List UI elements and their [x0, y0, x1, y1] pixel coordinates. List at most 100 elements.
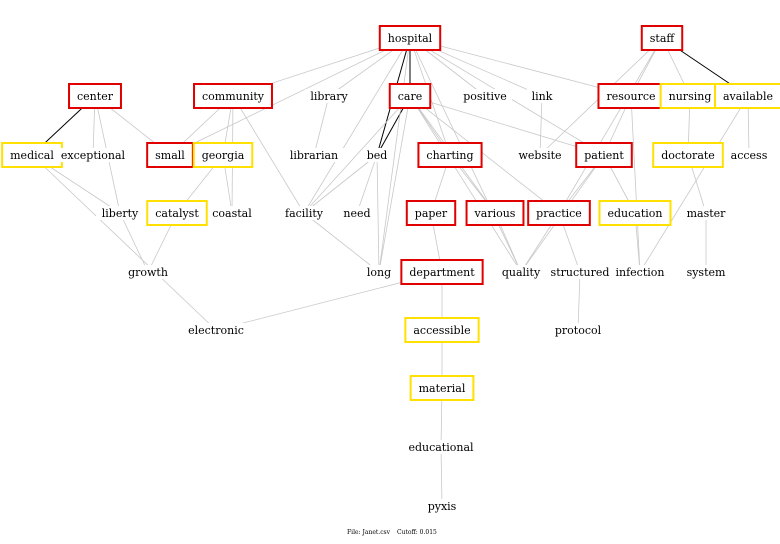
edge-structured-protocol: [577, 271, 581, 331]
node-educational: educational: [405, 440, 477, 454]
node-bg-positive: [458, 89, 512, 103]
node-label-nursing: nursing: [669, 90, 712, 103]
node-box-material: [409, 375, 475, 401]
edge-bed-need: [356, 154, 378, 214]
node-bg-charting: [418, 143, 482, 167]
node-box-community: [193, 83, 273, 109]
node-label-master: master: [687, 207, 727, 220]
node-box-department: [400, 259, 484, 285]
edge-hospital-resource: [409, 37, 632, 97]
node-label-hospital: hospital: [388, 32, 433, 45]
node-library: library: [305, 89, 353, 103]
node-label-pyxis: pyxis: [428, 500, 457, 513]
edge-library-librarian: [313, 95, 330, 156]
node-nursing: nursing: [659, 83, 721, 109]
node-community: community: [193, 83, 273, 109]
node-label-facility: facility: [285, 207, 324, 220]
node-label-librarian: librarian: [290, 149, 338, 162]
node-bg-growth: [127, 265, 169, 279]
edge-medical-electronic: [31, 154, 217, 331]
edge-staff-practice: [558, 37, 663, 214]
edge-community-facility: [232, 95, 305, 214]
node-coastal: coastal: [208, 206, 256, 220]
edge-care-long: [378, 95, 411, 273]
node-bg-available: [715, 84, 780, 108]
node-label-educational: educational: [408, 441, 474, 454]
node-box-paper: [405, 200, 457, 226]
node-bg-material: [410, 376, 474, 400]
node-bg-georgia: [193, 143, 253, 167]
node-bg-hospital: [379, 26, 441, 50]
node-box-various: [465, 200, 525, 226]
node-bg-various: [466, 201, 524, 225]
node-bg-resource: [598, 84, 664, 108]
node-positive: positive: [458, 89, 512, 103]
node-box-hospital: [378, 25, 442, 51]
node-box-accessible: [404, 317, 480, 343]
node-label-charting: charting: [426, 149, 473, 162]
edge-link-website: [539, 95, 543, 156]
node-long: long: [364, 265, 394, 279]
node-bg-small: [147, 143, 193, 167]
footer-cutoff: Cutoff: 0.015: [397, 529, 437, 536]
node-box-center: [68, 83, 122, 109]
node-bg-patient: [576, 143, 632, 167]
node-label-catalyst: catalyst: [155, 207, 199, 220]
node-label-infection: infection: [616, 266, 665, 279]
node-label-material: material: [419, 382, 466, 395]
node-label-exceptional: exceptional: [61, 149, 126, 162]
node-system: system: [685, 265, 727, 279]
footer-file: File: Janet.csv: [347, 529, 391, 536]
node-available: available: [714, 83, 780, 109]
edge-care-facility: [303, 95, 411, 214]
node-staff: staff: [640, 25, 684, 51]
node-infection: infection: [610, 265, 670, 279]
node-bg-accessible: [405, 318, 479, 342]
node-label-staff: staff: [650, 32, 676, 45]
node-education: education: [598, 200, 672, 226]
node-protocol: protocol: [551, 323, 605, 337]
node-charting: charting: [417, 142, 483, 168]
node-doctorate: doctorate: [652, 142, 724, 168]
node-label-bed: bed: [367, 149, 388, 162]
node-website: website: [516, 148, 564, 162]
node-label-liberty: liberty: [102, 207, 139, 220]
node-bg-access: [728, 148, 770, 162]
node-bed: bed: [365, 148, 389, 162]
node-label-georgia: georgia: [202, 149, 245, 162]
node-box-georgia: [192, 142, 254, 168]
node-small: small: [146, 142, 194, 168]
node-label-growth: growth: [128, 266, 168, 279]
node-bg-paper: [406, 201, 456, 225]
edge-hospital-long: [378, 37, 411, 273]
node-label-resource: resource: [606, 90, 655, 103]
node-pyxis: pyxis: [424, 499, 460, 513]
edge-facility-long: [303, 212, 380, 273]
node-bg-pyxis: [424, 499, 460, 513]
node-georgia: georgia: [192, 142, 254, 168]
node-label-department: department: [409, 266, 475, 279]
node-label-accessible: accessible: [413, 324, 470, 337]
edge-liberty-growth: [119, 212, 149, 273]
node-quality: quality: [497, 265, 545, 279]
edge-bed-long: [376, 154, 380, 273]
node-bg-practice: [528, 201, 590, 225]
node-bg-protocol: [551, 323, 605, 337]
edge-available-infection: [639, 95, 749, 273]
footer: File: Janet.csv Cutoff: 0.015: [347, 529, 437, 536]
node-bg-system: [685, 265, 727, 279]
node-label-positive: positive: [463, 90, 507, 103]
node-label-doctorate: doctorate: [661, 149, 715, 162]
node-link: link: [527, 89, 557, 103]
node-label-protocol: protocol: [555, 324, 602, 337]
node-label-patient: patient: [584, 149, 624, 162]
node-bg-education: [599, 201, 671, 225]
node-center: center: [68, 83, 122, 109]
node-bg-staff: [641, 26, 683, 50]
node-need: need: [342, 206, 372, 220]
node-box-education: [598, 200, 672, 226]
node-librarian: librarian: [284, 148, 344, 162]
node-bg-infection: [610, 265, 670, 279]
node-label-available: available: [723, 90, 773, 103]
